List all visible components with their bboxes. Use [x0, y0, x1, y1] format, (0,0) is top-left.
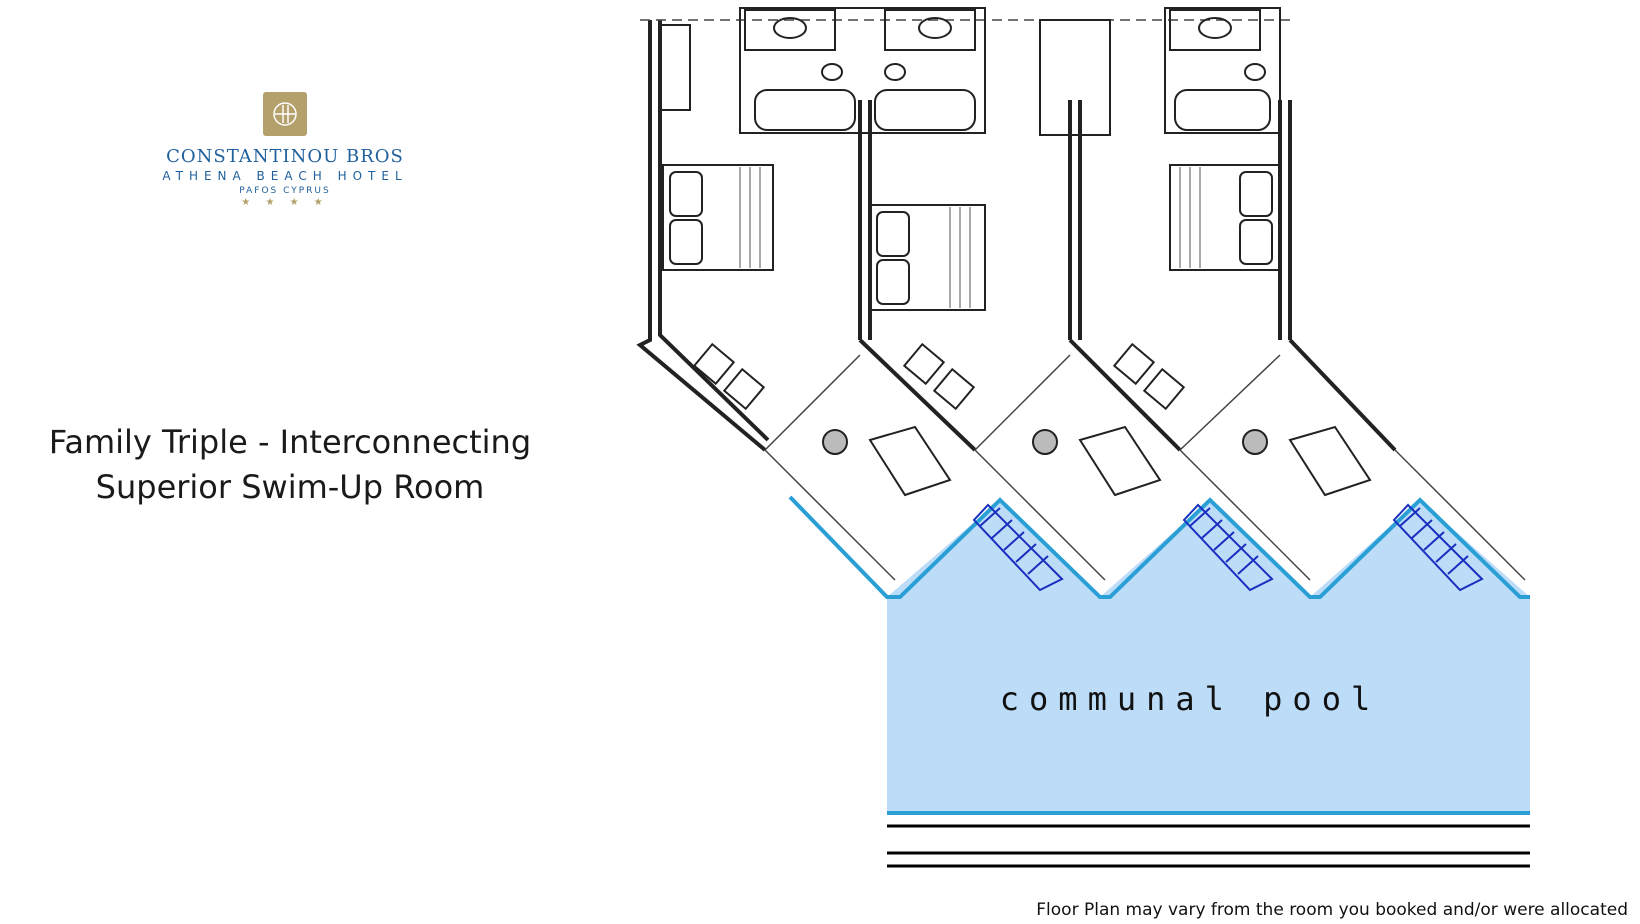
pool-steps: [972, 503, 1484, 592]
pool-edge: [788, 495, 1530, 599]
floor-plan-disclaimer: Floor Plan may vary from the room you bo…: [1036, 900, 1628, 920]
room-title: Family Triple - Interconnecting Superior…: [30, 420, 550, 510]
lounge-furniture: [692, 342, 1372, 497]
bed-stripes: [739, 167, 1201, 308]
room-title-line-2: Superior Swim-Up Room: [95, 468, 485, 506]
walls: [636, 20, 1397, 452]
logo-stars: ★ ★ ★ ★: [241, 197, 329, 208]
logo-brand: CONSTANTINOU BROS: [166, 146, 404, 167]
logo-hotel-name: ATHENA BEACH HOTEL: [162, 169, 408, 183]
logo-monogram-icon: [263, 92, 307, 136]
bathrooms: [659, 7, 1281, 136]
pool-label: communal pool: [999, 680, 1381, 718]
pool-water: [887, 500, 1530, 815]
hotel-logo: CONSTANTINOU BROS ATHENA BEACH HOTEL PAF…: [150, 92, 420, 208]
room-title-line-1: Family Triple - Interconnecting: [48, 423, 532, 461]
beds: [662, 164, 1281, 311]
logo-location: PAFOS CYPRUS: [239, 186, 331, 196]
thin-walls: [640, 19, 1526, 581]
